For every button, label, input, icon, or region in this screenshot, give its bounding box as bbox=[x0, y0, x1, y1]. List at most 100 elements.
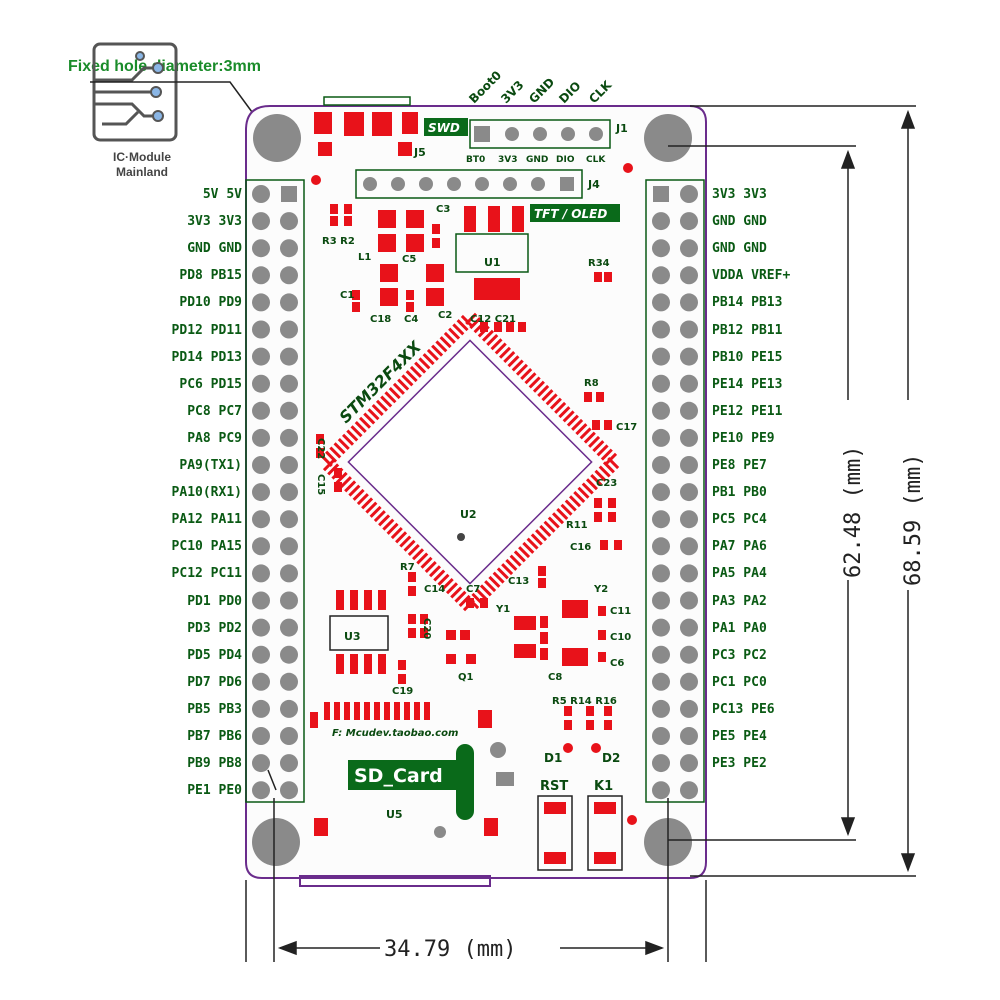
sd-label: SD_Card bbox=[354, 765, 443, 787]
pin-pad bbox=[652, 212, 670, 231]
pin-label: PC6 PD15 bbox=[179, 376, 242, 392]
pin-label: PC8 PC7 bbox=[187, 403, 242, 419]
pin-label: PD14 PD13 bbox=[171, 349, 242, 365]
c20-label: C20 bbox=[421, 618, 432, 639]
pin-pad bbox=[252, 212, 270, 231]
pin-pad bbox=[280, 428, 298, 447]
pin-pad bbox=[252, 727, 270, 745]
c11-label: C11 bbox=[610, 606, 631, 617]
c14-label: C14 bbox=[424, 584, 445, 595]
pin-pad bbox=[680, 591, 698, 610]
header-label-gnd: GND bbox=[526, 75, 557, 106]
swd-label: SWD bbox=[428, 121, 460, 135]
pin-pad bbox=[280, 699, 298, 718]
pin-pad bbox=[680, 510, 698, 529]
pin-pad bbox=[280, 781, 298, 800]
sd-badge bbox=[348, 760, 466, 790]
pin-pad bbox=[280, 483, 298, 502]
c22-label: C22 bbox=[315, 438, 326, 459]
l1-label: L1 bbox=[358, 252, 371, 263]
pin-pad bbox=[252, 401, 270, 420]
pin-label: PE12 PE11 bbox=[712, 403, 783, 419]
mounting-hole-bl bbox=[252, 818, 300, 866]
pin-pad bbox=[280, 672, 298, 691]
pin-pad bbox=[280, 293, 298, 312]
j1-header bbox=[469, 119, 611, 149]
pin-pad bbox=[252, 347, 270, 366]
right-pin-pads bbox=[652, 185, 698, 800]
pin-pad bbox=[280, 212, 298, 231]
u1-label: U1 bbox=[484, 256, 501, 269]
pin-pad bbox=[652, 428, 670, 447]
silk-bt0: BT0 bbox=[466, 155, 485, 165]
pin-pad bbox=[680, 483, 698, 502]
pin-label: PD7 PD6 bbox=[187, 674, 242, 690]
pin-label: VDDA VREF+ bbox=[712, 268, 791, 284]
pin-pad bbox=[280, 266, 298, 285]
c5-label: C5 bbox=[402, 254, 416, 265]
silk-clk: CLK bbox=[586, 155, 606, 165]
u1-outline bbox=[455, 233, 529, 273]
sd-notch bbox=[456, 744, 474, 820]
pin-label: PE1 PE0 bbox=[187, 783, 242, 799]
pin-pad bbox=[652, 781, 670, 800]
r3r2-label: R3 R2 bbox=[322, 236, 355, 247]
c10-label: C10 bbox=[610, 632, 631, 643]
pin-pad bbox=[252, 754, 270, 773]
pin-pad bbox=[252, 699, 270, 718]
width-dimension bbox=[245, 769, 707, 962]
pin-label: PE5 PE4 bbox=[712, 729, 767, 744]
pin-label: PA8 PC9 bbox=[187, 430, 242, 446]
pin-pad bbox=[680, 347, 698, 366]
pin-pad bbox=[252, 591, 270, 610]
pin-pad bbox=[680, 672, 698, 691]
u1-tab bbox=[474, 278, 520, 300]
y2-label: Y2 bbox=[593, 584, 608, 595]
pin-pad bbox=[252, 645, 270, 664]
pin-pad bbox=[252, 239, 270, 258]
pin-pad bbox=[280, 456, 298, 474]
pin-pad bbox=[652, 754, 670, 773]
fixed-hole-note: Fixed hole diameter:3mm bbox=[68, 58, 261, 75]
mounting-hole-tr bbox=[644, 114, 692, 162]
pin-pad bbox=[652, 510, 670, 529]
d1-label: D1 bbox=[544, 751, 562, 765]
pin-pad bbox=[680, 185, 698, 203]
pin-pad bbox=[680, 699, 698, 718]
height-dimensions bbox=[668, 105, 916, 877]
pin-pad bbox=[652, 239, 670, 258]
mcu-body bbox=[347, 339, 593, 585]
pin-label: PE3 PE2 bbox=[712, 756, 767, 772]
j4-label: J4 bbox=[587, 178, 600, 191]
pin-pad bbox=[680, 266, 698, 285]
pin-label: GND GND bbox=[187, 241, 242, 257]
pin-pad bbox=[680, 428, 698, 447]
pin-label: PC12 PC11 bbox=[171, 566, 242, 582]
pin-pad bbox=[652, 591, 670, 610]
pin-pad bbox=[252, 510, 270, 529]
pin-pad bbox=[252, 374, 270, 393]
pin-pad bbox=[652, 564, 670, 583]
r5r14r16-label: R5 R14 R16 bbox=[552, 696, 617, 707]
pin-pad bbox=[252, 483, 270, 502]
pin-pad bbox=[252, 672, 270, 691]
silk-dio: DIO bbox=[556, 155, 575, 165]
pin-label: PA10(RX1) bbox=[171, 485, 242, 501]
pin-label: PC5 PC4 bbox=[712, 512, 767, 528]
u3-outline bbox=[329, 615, 389, 651]
pin-pad bbox=[680, 212, 698, 231]
pin-label: PE14 PE13 bbox=[712, 376, 783, 392]
pin-label: 3V3 3V3 bbox=[187, 214, 242, 230]
header-label-clk: CLK bbox=[586, 78, 615, 107]
pin-pad bbox=[652, 699, 670, 718]
pin-label: GND GND bbox=[712, 214, 767, 230]
c17-label: C17 bbox=[616, 422, 637, 433]
pin-pad bbox=[653, 186, 669, 202]
brand-line1: IC·Module bbox=[113, 150, 171, 164]
pin-pad bbox=[652, 537, 670, 556]
pin-pad bbox=[680, 456, 698, 474]
c3-pad bbox=[378, 210, 396, 228]
header-label-dio: DIO bbox=[556, 79, 583, 106]
pin-label: PD8 PB15 bbox=[179, 268, 242, 284]
